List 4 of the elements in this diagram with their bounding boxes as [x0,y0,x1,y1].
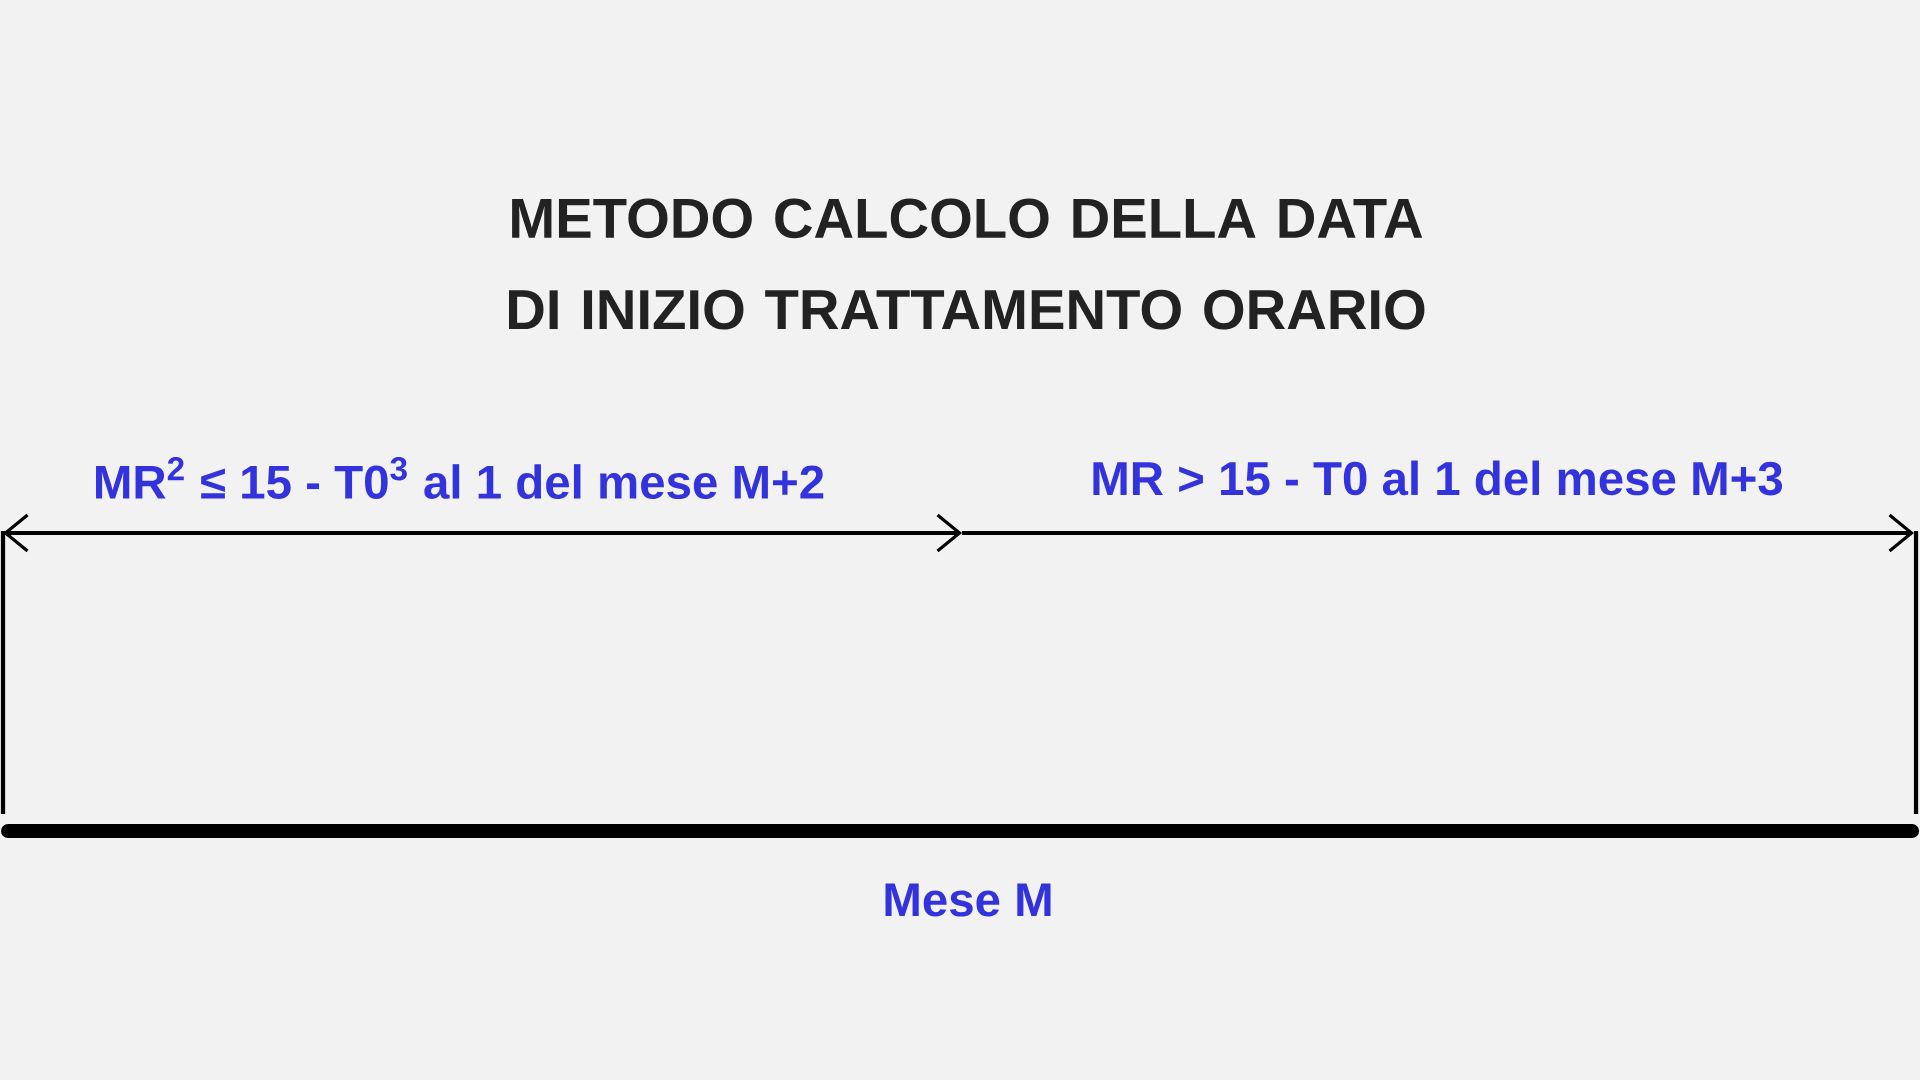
condition-label: MR > 15 - T0 al 1 del mese M+3 [1093,460,1783,496]
axis-label: Mese M [885,883,1051,917]
condition-label: MR$^{2}$ ≤ 15 - T0$^{3}$ al 1 del mese M+2 [96,456,824,499]
title: METODO CALCOLO DELLA DATA DI INIZIO TRATTAMENTO ORARIO [509,198,1425,330]
